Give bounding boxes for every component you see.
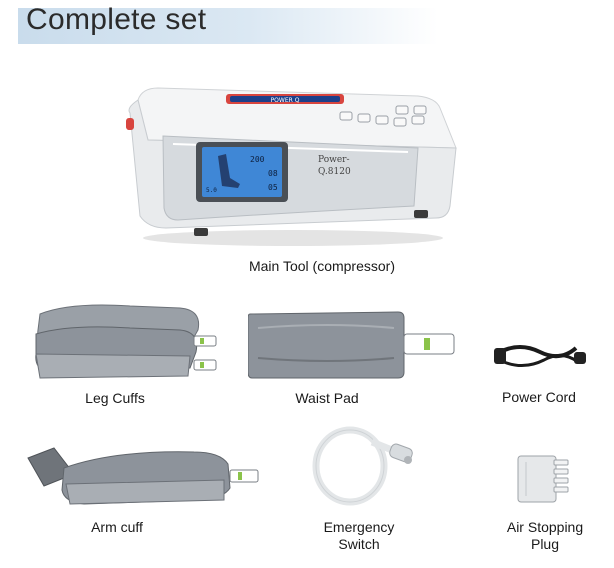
page-title: Complete set xyxy=(26,3,207,36)
caption-emergency-switch: Emergency Switch xyxy=(304,519,414,553)
arm-cuff-image xyxy=(27,447,259,505)
air-stopping-plug-image xyxy=(517,455,569,503)
waist-pad-image xyxy=(248,311,455,379)
caption-emergency-line-1: Emergency xyxy=(323,519,395,535)
model-line-2: Q.8120 xyxy=(318,167,351,177)
caption-air-plug-line-2: Plug xyxy=(530,536,560,552)
leg-cuffs-image xyxy=(35,304,217,379)
caption-arm-cuff: Arm cuff xyxy=(91,519,143,535)
caption-air-stopping-plug: Air Stopping Plug xyxy=(490,519,600,553)
lcd-pressure: 200 xyxy=(250,155,265,164)
caption-power-cord: Power Cord xyxy=(502,389,576,405)
emergency-switch-image xyxy=(312,426,413,506)
model-line-1: Power- xyxy=(318,155,349,165)
caption-waist-pad: Waist Pad xyxy=(295,390,359,406)
caption-air-plug-line-1: Air Stopping xyxy=(506,519,584,535)
brand-label: POWER Q xyxy=(271,97,300,104)
power-cord-image xyxy=(494,345,586,367)
compressor-image: POWER Q 200 08 05 5.0 Power- Q.8120 xyxy=(126,87,457,246)
section-header-bar xyxy=(18,8,438,44)
caption-leg-cuffs: Leg Cuffs xyxy=(85,390,145,406)
lcd-time: 08 xyxy=(268,169,278,178)
caption-main-tool: Main Tool (compressor) xyxy=(248,258,395,274)
caption-emergency-line-2: Switch xyxy=(338,536,380,552)
lcd-value: 5.0 xyxy=(206,187,217,194)
lcd-mode: 05 xyxy=(268,183,278,192)
